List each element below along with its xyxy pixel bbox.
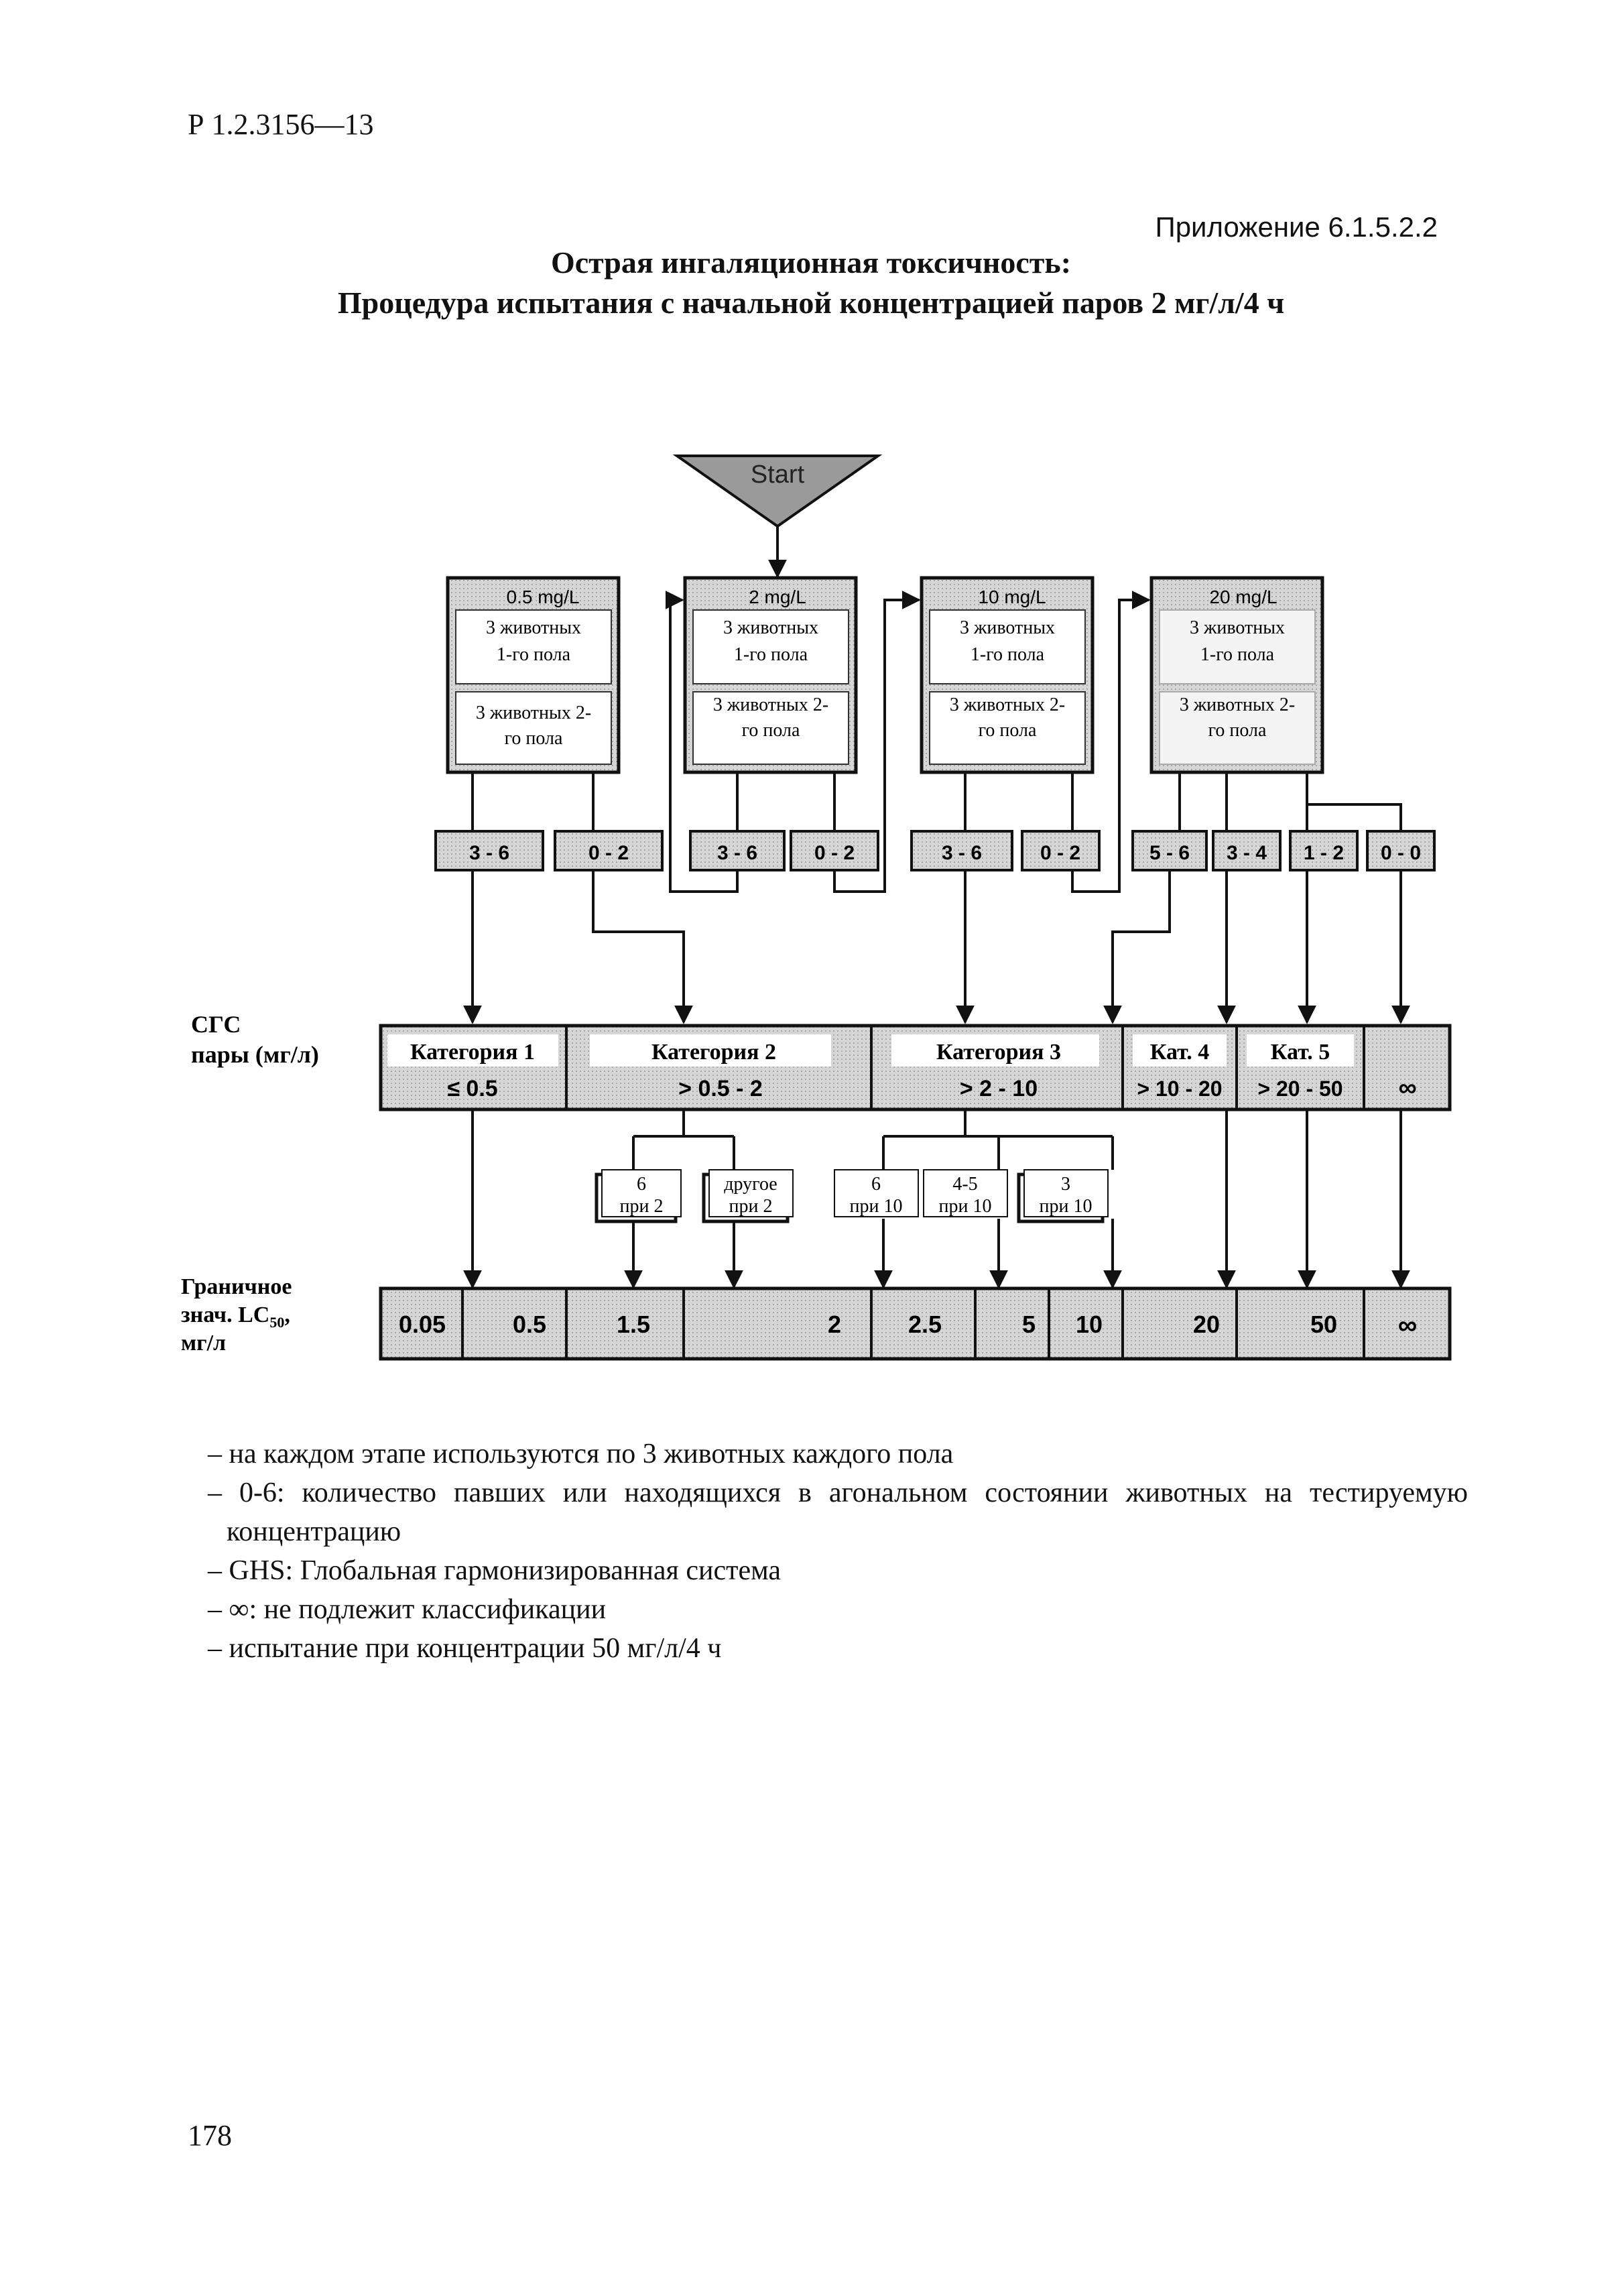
note-item: – 0-6: количество павших или находящихся… <box>208 1477 1468 1547</box>
page-title: Острая ингаляционная токсичность: <box>550 245 1072 280</box>
ghs-label-line1: СГС <box>191 1011 241 1038</box>
group2-line2: го пола <box>979 720 1037 741</box>
group1-line1: 3 животных <box>486 617 581 638</box>
cutoff-value: 1.5 <box>617 1311 650 1338</box>
group2-line2: го пола <box>1208 720 1267 741</box>
appendix-label: Приложение 6.1.5.2.2 <box>1155 211 1438 243</box>
start-node: Start <box>672 455 883 528</box>
concentration-header: 2 mg/L <box>749 587 806 607</box>
cutoff-label-main: знач. LC <box>181 1303 269 1327</box>
outcome-label: 3 - 4 <box>1227 842 1267 864</box>
group2-line1: 3 животных 2- <box>950 694 1065 715</box>
concentration-header: 20 mg/L <box>1209 587 1277 607</box>
sub-outcome-line2: при 10 <box>1040 1196 1093 1217</box>
category-range: ≤ 0.5 <box>447 1076 497 1101</box>
category-name: Кат. 5 <box>1271 1040 1330 1065</box>
concentration-box-0.5: 0.5 mg/L 3 животных 1-го пола 3 животных… <box>446 576 621 774</box>
category-to-cutoff-lines <box>463 1109 1410 1289</box>
category-range: > 10 - 20 <box>1137 1077 1222 1101</box>
cutoff-label-line3: мг/л <box>181 1331 226 1355</box>
group1-line1: 3 животных <box>1190 617 1285 638</box>
outcome-label: 5 - 6 <box>1149 842 1190 864</box>
routing-arrows <box>463 591 1410 1024</box>
concentration-box-2: 2 mg/L 3 животных 1-го пола 3 животных 2… <box>683 576 858 774</box>
category-name: Кат. 4 <box>1150 1040 1209 1065</box>
cutoff-value: 5 <box>1022 1311 1036 1338</box>
sub-outcome-line1: 3 <box>1061 1174 1070 1195</box>
sub-outcome-line2: при 2 <box>729 1196 773 1217</box>
concentration-header: 10 mg/L <box>978 587 1046 607</box>
page-subtitle: Процедура испытания с начальной концентр… <box>337 286 1285 320</box>
outcome-label: 3 - 6 <box>469 842 509 864</box>
cutoff-value: 50 <box>1310 1311 1337 1338</box>
group2-line1: 3 животных 2- <box>1180 694 1295 715</box>
concentration-box-10: 10 mg/L 3 животных 1-го пола 3 животных … <box>920 576 1095 774</box>
document-code: Р 1.2.3156—13 <box>188 108 374 141</box>
group1-line2: 1-го пола <box>734 644 808 665</box>
outcome-label: 1 - 2 <box>1304 842 1344 864</box>
ghs-label-line2: пары (мг/л) <box>191 1041 319 1068</box>
sub-outcome-boxes: 6 при 2 другое при 2 6 при 10 4-5 при 10… <box>595 1169 1109 1223</box>
ghs-category-bar: Категория 1 ≤ 0.5 Категория 2 > 0.5 - 2 … <box>379 1024 1452 1111</box>
cutoff-value: 2.5 <box>908 1311 942 1338</box>
outcome-label: 0 - 2 <box>1040 842 1080 864</box>
cutoff-value: 10 <box>1076 1311 1103 1338</box>
note-item: – ∞: не подлежит классификации <box>208 1594 607 1625</box>
cutoff-bar: 0.05 0.5 1.5 2 2.5 5 10 20 50 ∞ <box>379 1286 1452 1361</box>
sub-outcome-line2: при 10 <box>939 1196 992 1217</box>
sub-outcome-line1: 6 <box>871 1174 881 1195</box>
cutoff-label-comma: , <box>284 1303 290 1327</box>
group2-line2: го пола <box>505 728 563 749</box>
category-name: Категория 3 <box>936 1040 1061 1065</box>
cutoff-value: 2 <box>828 1311 841 1338</box>
cutoff-value: 20 <box>1193 1311 1220 1338</box>
cutoff-value: 0.5 <box>513 1311 546 1338</box>
outcome-label: 0 - 2 <box>814 842 855 864</box>
concentration-box-20: 20 mg/L 3 животных 1-го пола 3 животных … <box>1149 576 1324 774</box>
category-range: > 20 - 50 <box>1257 1077 1343 1101</box>
category-name: Категория 2 <box>651 1040 776 1065</box>
sub-outcome-line1: 4-5 <box>952 1174 977 1195</box>
box-to-outcome-lines <box>471 772 1402 830</box>
cutoff-value: 0.05 <box>399 1311 446 1338</box>
group1-line2: 1-го пола <box>971 644 1045 665</box>
group1-line1: 3 животных <box>960 617 1055 638</box>
note-item: – испытание при концентрации 50 мг/л/4 ч <box>208 1633 722 1664</box>
cutoff-value: ∞ <box>1398 1311 1418 1340</box>
outcome-label: 3 - 6 <box>717 842 757 864</box>
group1-line2: 1-го пола <box>1200 644 1275 665</box>
sub-outcome-line2: при 2 <box>620 1196 664 1217</box>
concentration-header: 0.5 mg/L <box>507 587 580 607</box>
sub-outcome-line2: при 10 <box>850 1196 903 1217</box>
cutoff-label-line2: знач. LC50, <box>181 1303 290 1331</box>
group2-line2: го пола <box>742 720 800 741</box>
group2-line1: 3 животных 2- <box>713 694 828 715</box>
category-name: Категория 1 <box>410 1040 535 1065</box>
group1-line1: 3 животных <box>723 617 818 638</box>
sub-outcome-line1: 6 <box>637 1174 646 1195</box>
flowchart: Start 0.5 mg/L 3 животных 1-го пола 3 жи… <box>181 455 1452 1361</box>
start-label: Start <box>751 461 805 489</box>
notes-list: – на каждом этапе используются по 3 живо… <box>208 1435 1468 1668</box>
category-range: > 0.5 - 2 <box>678 1076 763 1101</box>
group2-line1: 3 животных 2- <box>476 703 591 723</box>
note-item: – GHS: Глобальная гармонизированная сист… <box>208 1555 782 1586</box>
category-range: > 2 - 10 <box>960 1076 1038 1101</box>
sub-outcome-line1: другое <box>724 1174 777 1195</box>
cutoff-label-sub: 50 <box>269 1314 284 1331</box>
outcome-label: 0 - 0 <box>1381 842 1421 864</box>
category-range: ∞ <box>1398 1074 1416 1102</box>
group1-line2: 1-го пола <box>497 644 571 665</box>
note-item: – на каждом этапе используются по 3 живо… <box>208 1439 954 1469</box>
outcome-boxes: 3 - 6 0 - 2 3 - 6 0 - 2 3 - 6 0 - 2 5 - … <box>434 830 1436 871</box>
cutoff-label-line1: Граничное <box>181 1274 292 1299</box>
outcome-label: 3 - 6 <box>942 842 982 864</box>
outcome-label: 0 - 2 <box>588 842 629 864</box>
page-number: 178 <box>188 2119 232 2152</box>
